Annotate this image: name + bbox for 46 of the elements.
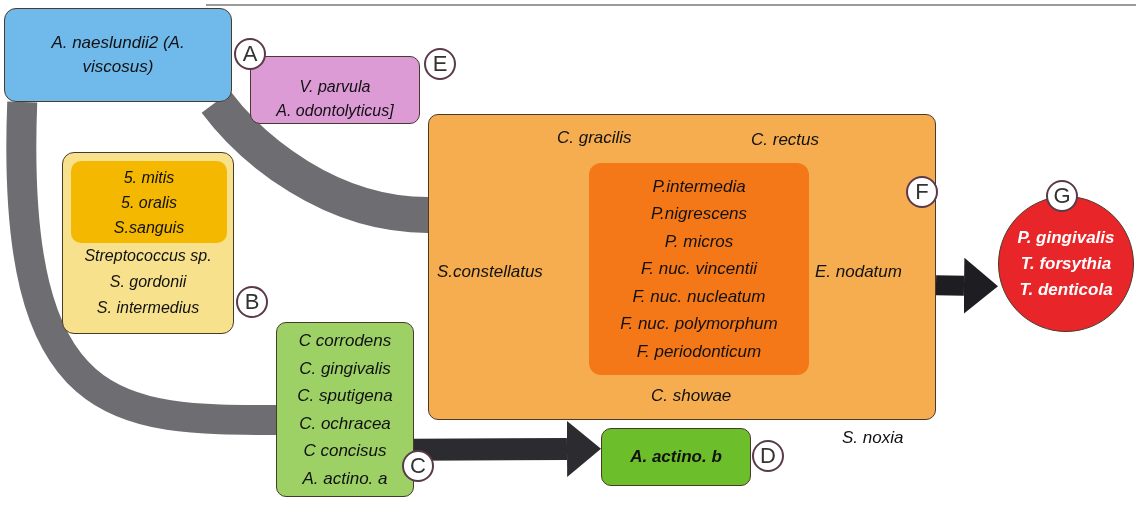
species-name: A. actino. b — [630, 446, 722, 468]
species-name: C. showae — [651, 385, 732, 407]
species-name: S. noxia — [842, 428, 904, 448]
species-name: C concisus — [303, 440, 387, 462]
species-box — [428, 114, 936, 420]
species-name: 5. mitis — [123, 167, 175, 188]
arrow — [413, 420, 601, 477]
connector-band — [6, 101, 277, 435]
species-name: P.nigrescens — [650, 203, 748, 226]
species-box — [4, 8, 232, 102]
circled-letter: D — [752, 440, 784, 472]
inner-group-box — [589, 163, 809, 375]
species-name: P. micros — [664, 230, 734, 253]
species-name: Streptococcus sp. — [84, 246, 212, 266]
species-name: 5. oralis — [121, 192, 177, 213]
circled-letter: A — [234, 38, 266, 70]
species-name: F. nuc. vincentii — [641, 258, 757, 281]
species-name: T. denticola — [1019, 279, 1113, 301]
species-name: A. odontolyticus] — [276, 101, 394, 121]
species-box — [62, 152, 234, 334]
species-name: V. parvula — [299, 77, 371, 97]
species-name: C corrodens — [298, 330, 392, 352]
species-name: P.intermedia — [652, 175, 746, 198]
species-name: C. rectus — [751, 129, 820, 151]
species-box — [601, 428, 751, 486]
species-name: S.constellatus — [437, 261, 543, 283]
species-name: C. gingivalis — [299, 357, 391, 380]
species-name: P. gingivalis — [1017, 227, 1115, 249]
species-name: T. forsythia — [1020, 253, 1112, 275]
inner-group-box — [71, 161, 227, 243]
arrow — [935, 257, 998, 314]
species-name: C. gracilis — [557, 127, 632, 149]
species-name: C. ochracea — [299, 412, 391, 435]
species-name: F. nuc. nucleatum — [632, 285, 766, 308]
species-name: F. nuc. polymorphum — [620, 313, 778, 336]
species-name: A. naeslundii2 (A. viscosus) — [50, 32, 186, 78]
species-name: S. gordonii — [109, 272, 187, 292]
species-name: S.sanguis — [113, 217, 185, 238]
circled-letter: E — [424, 48, 456, 80]
species-name: S. intermedius — [96, 298, 200, 318]
circled-letter: G — [1046, 180, 1078, 212]
species-name: F. periodonticum — [636, 340, 762, 363]
circled-letter: B — [236, 286, 268, 318]
species-name: C. sputigena — [297, 385, 393, 407]
species-name: E. nodatum — [815, 261, 902, 283]
species-name: A. actino. a — [302, 467, 388, 490]
